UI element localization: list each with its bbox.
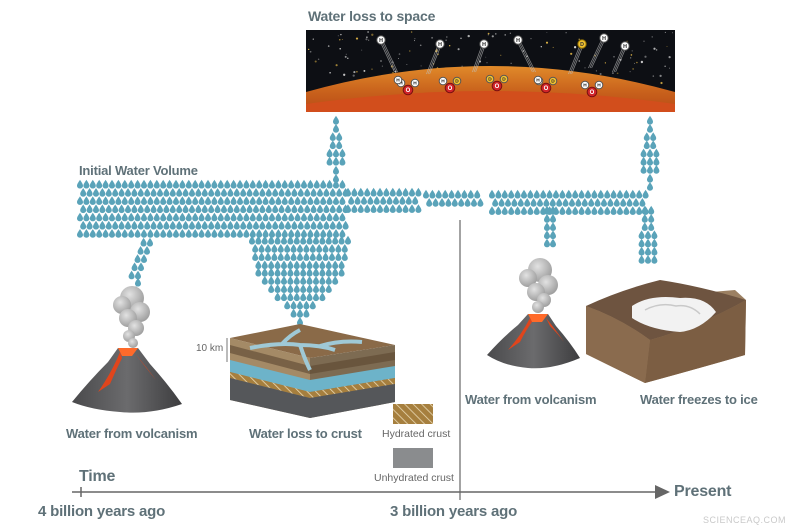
water-from-volcanism-right-label: Water from volcanism xyxy=(465,392,597,407)
svg-text:H: H xyxy=(597,83,601,89)
svg-text:D: D xyxy=(580,42,584,48)
unhydrated-crust-label: Unhydrated crust xyxy=(374,472,454,484)
svg-text:O: O xyxy=(495,84,500,90)
hydrogen-atom: H xyxy=(594,80,604,90)
hydrogen-atom: H xyxy=(393,75,403,85)
svg-text:H: H xyxy=(438,42,442,48)
hydrogen-atom: H xyxy=(580,80,590,90)
timeline-middle-label: 3 billion years ago xyxy=(390,503,518,520)
deuterium-atom: D xyxy=(548,76,558,86)
svg-text:H: H xyxy=(413,81,417,87)
water-loss-to-crust-label: Water loss to crust xyxy=(249,426,362,441)
oxygen-atom: O xyxy=(586,86,598,98)
smoke-plume-right xyxy=(519,258,558,313)
svg-text:H: H xyxy=(441,79,445,85)
hydrogen-atom: H xyxy=(620,41,630,51)
oxygen-atom: O xyxy=(444,82,456,94)
svg-text:H: H xyxy=(583,83,587,89)
hydrogen-atom: H xyxy=(533,75,543,85)
ice-block xyxy=(586,280,746,383)
svg-text:D: D xyxy=(502,77,506,83)
svg-text:D: D xyxy=(551,79,555,85)
water-loss-to-space-label: Water loss to space xyxy=(308,8,436,24)
svg-text:O: O xyxy=(406,88,411,94)
svg-text:H: H xyxy=(399,81,403,87)
hydrogen-atom: H xyxy=(376,35,386,45)
depth-marker-label: 10 km xyxy=(196,343,224,354)
water-freezes-to-ice-label: Water freezes to ice xyxy=(640,392,758,407)
hydrated-crust-label: Hydrated crust xyxy=(382,428,451,440)
unhydrated-crust-swatch xyxy=(393,448,433,468)
svg-text:D: D xyxy=(488,77,492,83)
deuterium-atom: D xyxy=(485,74,495,84)
svg-text:H: H xyxy=(379,38,383,44)
svg-text:O: O xyxy=(448,86,453,92)
water-drops xyxy=(77,115,660,326)
svg-text:H: H xyxy=(516,38,520,44)
svg-text:O: O xyxy=(544,86,549,92)
svg-text:H: H xyxy=(396,78,400,84)
planet-surface xyxy=(306,91,675,112)
timeline-arrowhead xyxy=(655,485,670,499)
hydrogen-atom: H xyxy=(513,35,523,45)
hydrated-crust-swatch xyxy=(393,404,433,424)
deuterium-atom: D xyxy=(452,76,462,86)
svg-text:O: O xyxy=(590,90,595,96)
smoke-plume-left xyxy=(113,286,150,348)
svg-text:D: D xyxy=(455,79,459,85)
space-panel: HHHHDHHHHOHDODDOHDOHHOHH xyxy=(306,30,675,112)
svg-text:H: H xyxy=(482,42,486,48)
timeline-end-label: Present xyxy=(674,483,732,500)
initial-water-volume-label: Initial Water Volume xyxy=(79,163,198,178)
hydrogen-atom: H xyxy=(599,33,609,43)
svg-text:H: H xyxy=(623,44,627,50)
timeline-title: Time xyxy=(79,468,116,485)
timeline xyxy=(72,220,670,500)
hydrogen-atom: H xyxy=(479,39,489,49)
crust-block xyxy=(226,324,395,418)
escaping-molecules: HHHHDHHHHOHDODDOHDOHHOHH xyxy=(376,33,630,98)
svg-text:H: H xyxy=(602,36,606,42)
watermark: SCIENCEAQ.COM xyxy=(703,515,787,525)
deuterium-atom: D xyxy=(577,39,587,49)
water-from-volcanism-left-label: Water from volcanism xyxy=(66,426,198,441)
deuterium-atom: D xyxy=(499,74,509,84)
volcano-right xyxy=(487,258,580,369)
hydrogen-atom: H xyxy=(438,76,448,86)
oxygen-atom: O xyxy=(402,84,414,96)
timeline-start-label: 4 billion years ago xyxy=(38,503,166,520)
oxygen-atom: O xyxy=(491,80,503,92)
hydrogen-atom: H xyxy=(435,39,445,49)
hydrogen-atom: H xyxy=(410,78,420,88)
svg-text:H: H xyxy=(536,78,540,84)
oxygen-atom: O xyxy=(540,82,552,94)
volcano-left xyxy=(72,286,182,413)
